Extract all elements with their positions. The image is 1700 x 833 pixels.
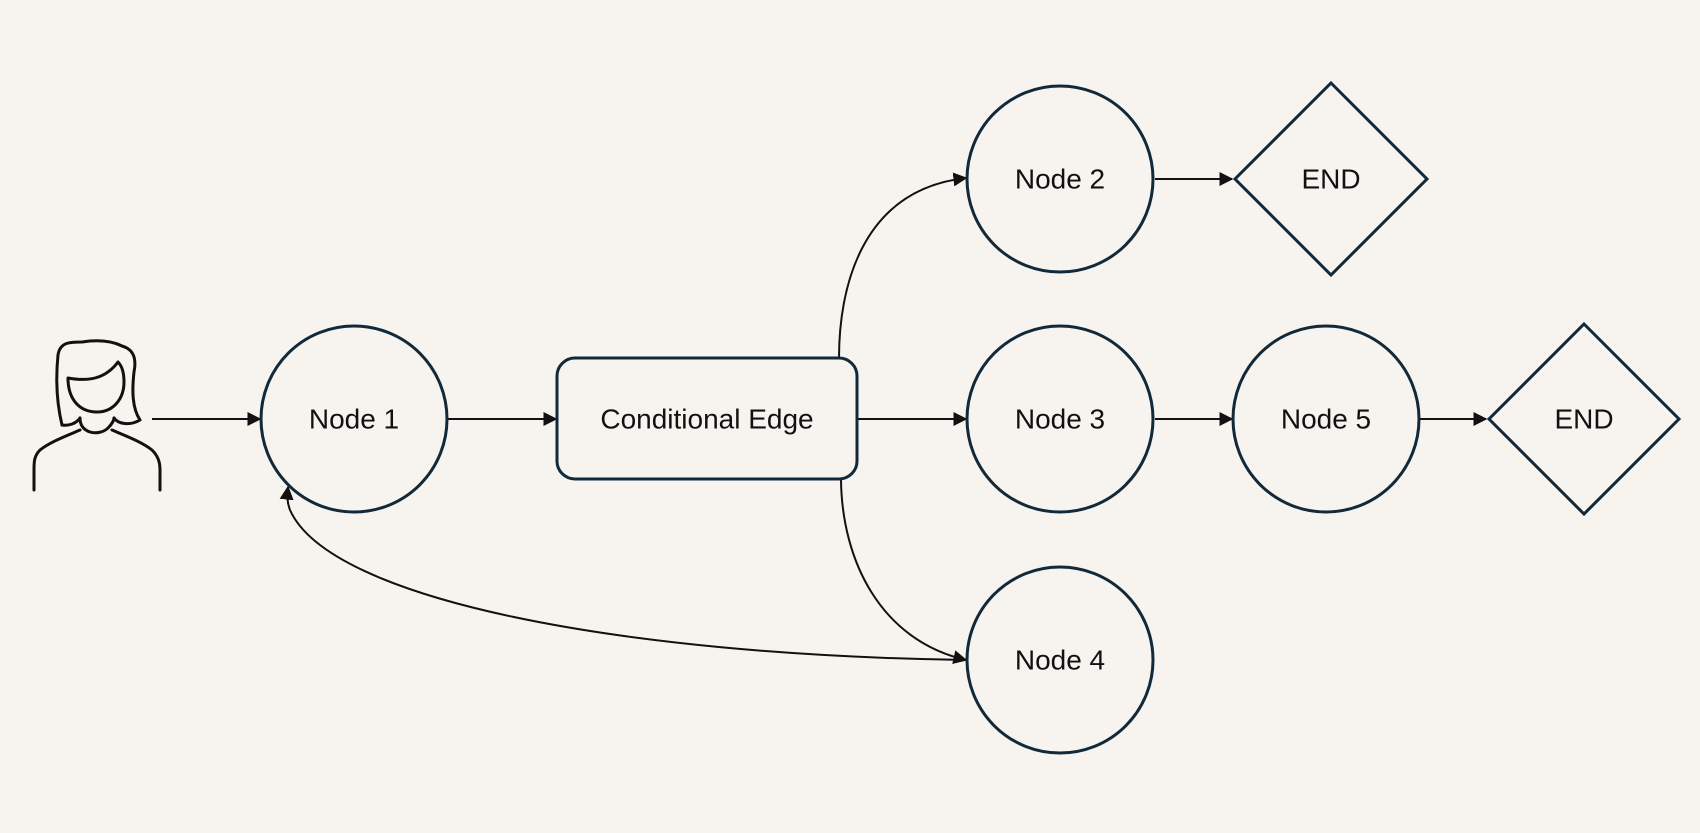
node-5-label: Node 5 (1281, 404, 1371, 435)
conditional-edge-node[interactable]: Conditional Edge (555, 356, 859, 481)
node-2-label: Node 2 (1015, 164, 1105, 195)
node-1-circle (259, 324, 449, 514)
node-1-label: Node 1 (309, 404, 399, 435)
end-mid-label: END (1554, 404, 1613, 435)
conditional-edge-box (555, 356, 859, 481)
person-icon (32, 339, 162, 492)
node-5-circle (1231, 324, 1421, 514)
edge-conditional-to-node4 (840, 479, 968, 664)
end-top-label: END (1301, 164, 1360, 195)
end-node-mid[interactable]: END (1486, 321, 1682, 517)
node-3-label: Node 3 (1015, 404, 1105, 435)
node-2[interactable]: Node 2 (965, 84, 1155, 274)
end-mid-diamond (1486, 321, 1682, 517)
node-2-circle (965, 84, 1155, 274)
node-1[interactable]: Node 1 (259, 324, 449, 514)
conditional-edge-label: Conditional Edge (600, 404, 813, 435)
node-3-circle (965, 324, 1155, 514)
edge-conditional-to-node2 (838, 172, 968, 359)
node-5[interactable]: Node 5 (1231, 324, 1421, 514)
node-3[interactable]: Node 3 (965, 324, 1155, 514)
node-4-circle (965, 565, 1155, 755)
end-node-top[interactable]: END (1232, 80, 1430, 278)
node-4[interactable]: Node 4 (965, 565, 1155, 755)
end-top-diamond (1232, 80, 1430, 278)
edge-node4-to-node1 (279, 485, 967, 661)
node-4-label: Node 4 (1015, 645, 1105, 676)
